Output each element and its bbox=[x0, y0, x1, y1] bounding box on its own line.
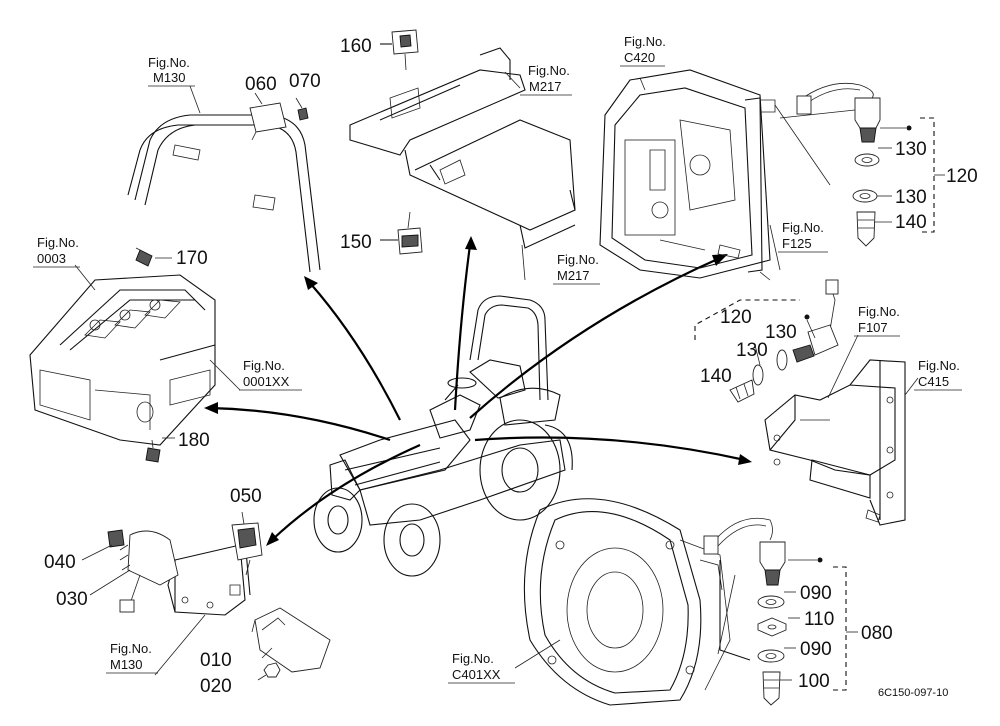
switch-120-mid bbox=[807, 324, 839, 356]
fig-f107: F107 bbox=[858, 320, 888, 335]
fig-c420: C420 bbox=[624, 50, 655, 65]
washer-130-mid-b bbox=[752, 364, 764, 386]
fig-m217-mid: M217 bbox=[557, 268, 590, 283]
spacer-110 bbox=[757, 617, 787, 637]
fig-label-c401xx-caption: Fig.No. bbox=[452, 651, 494, 666]
part-120-mid: 120 bbox=[720, 307, 752, 328]
fig-label-0003-caption: Fig.No. bbox=[37, 235, 79, 250]
bracket-assembly bbox=[349, 29, 576, 281]
clutch-housing bbox=[514, 498, 858, 706]
plug-140 bbox=[856, 211, 876, 247]
nut-020 bbox=[263, 662, 281, 678]
part-030: 030 bbox=[56, 589, 88, 610]
part-150: 150 bbox=[340, 232, 372, 253]
screw-070 bbox=[297, 107, 309, 121]
part-130-mid-a: 130 bbox=[765, 322, 797, 343]
fig-label-m130-bottom-caption: Fig.No. bbox=[110, 641, 152, 656]
drawing-code: 6C150-097-10 bbox=[878, 687, 948, 699]
part-020: 020 bbox=[200, 676, 232, 697]
fig-m130-top: M130 bbox=[153, 70, 186, 85]
part-numbers: 060 070 160 150 170 180 130 130 140 120 … bbox=[44, 36, 978, 697]
connector-120 bbox=[796, 95, 812, 115]
part-140-upper: 140 bbox=[895, 212, 927, 233]
sensor-170 bbox=[135, 249, 153, 267]
fig-0001xx: 0001XX bbox=[243, 374, 290, 389]
part-080: 080 bbox=[861, 623, 893, 644]
bolt-040 bbox=[107, 529, 125, 548]
connector-f107 bbox=[825, 279, 839, 295]
fig-label-m217-mid-caption: Fig.No. bbox=[557, 252, 599, 267]
figure-references: Fig.No. M130 Fig.No. M217 Fig.No. C420 F… bbox=[33, 34, 962, 684]
flasher-030 bbox=[127, 530, 179, 586]
part-060: 060 bbox=[245, 74, 277, 95]
fig-label-m217-top-caption: Fig.No. bbox=[528, 63, 570, 78]
leader-arrows bbox=[204, 236, 752, 546]
washer-130 bbox=[854, 153, 880, 167]
part-040: 040 bbox=[44, 552, 76, 573]
rops-frame-assembly bbox=[127, 92, 321, 273]
part-110: 110 bbox=[804, 609, 834, 630]
lower-bracket-assembly bbox=[81, 511, 331, 681]
part-050: 050 bbox=[230, 486, 262, 507]
part-140-mid: 140 bbox=[700, 366, 732, 387]
part-010: 010 bbox=[200, 650, 232, 671]
fig-c415: C415 bbox=[918, 374, 949, 389]
fig-label-m130-top-caption: Fig.No. bbox=[148, 55, 190, 70]
part-180: 180 bbox=[178, 430, 210, 451]
fig-c401xx: C401XX bbox=[452, 667, 501, 682]
fig-m130-bottom: M130 bbox=[110, 657, 143, 672]
fig-0003: 0003 bbox=[37, 251, 66, 266]
washer-130-b bbox=[852, 189, 878, 203]
fig-label-f107-caption: Fig.No. bbox=[858, 304, 900, 319]
fig-m217-top: M217 bbox=[529, 79, 562, 94]
plug-140-mid bbox=[729, 379, 755, 403]
fig-label-c415-caption: Fig.No. bbox=[918, 358, 960, 373]
part-130-upper-a: 130 bbox=[895, 139, 927, 160]
relay-060 bbox=[249, 102, 287, 133]
fig-label-0001xx-caption: Fig.No. bbox=[243, 358, 285, 373]
washer-130-mid bbox=[776, 349, 788, 371]
part-160: 160 bbox=[340, 36, 372, 57]
part-070: 070 bbox=[289, 71, 321, 92]
part-170: 170 bbox=[176, 248, 208, 269]
part-130-mid-b: 130 bbox=[736, 340, 768, 361]
part-120-upper: 120 bbox=[946, 166, 978, 187]
part-090-b: 090 bbox=[800, 639, 832, 660]
washer-090 bbox=[757, 595, 785, 609]
switch-bracket-assembly bbox=[694, 279, 919, 526]
unit-010 bbox=[254, 607, 331, 673]
switch-080 bbox=[759, 541, 786, 571]
fig-f125: F125 bbox=[782, 236, 812, 251]
plug-100 bbox=[762, 671, 781, 706]
fig-label-c420-caption: Fig.No. bbox=[624, 34, 666, 49]
part-130-upper-b: 130 bbox=[895, 187, 927, 208]
connector-080 bbox=[703, 535, 719, 555]
part-090-a: 090 bbox=[800, 583, 832, 604]
engine-block bbox=[29, 247, 241, 463]
washer-090-b bbox=[757, 649, 785, 663]
part-100: 100 bbox=[798, 671, 830, 692]
fig-label-f125-caption: Fig.No. bbox=[782, 220, 824, 235]
transmission-case bbox=[599, 69, 945, 281]
sensor-180 bbox=[145, 447, 161, 463]
